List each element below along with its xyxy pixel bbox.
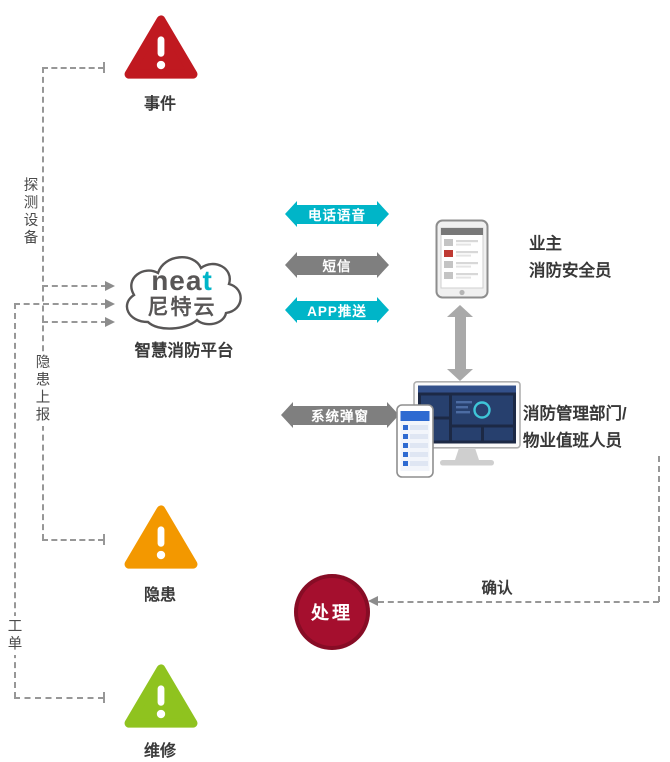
arrow-up-head-icon <box>447 305 473 317</box>
handle-node: 处理 <box>294 574 370 650</box>
connector-workorder-line <box>14 303 16 698</box>
channel-arrow-voice: 电话语音 <box>285 200 389 228</box>
connector-repair-horizontal <box>14 697 104 699</box>
mobile-phone-icon <box>435 219 489 299</box>
detect-device-label: 探测设备 <box>21 175 38 249</box>
arrow-shaft <box>454 317 466 369</box>
owner-label-line1: 业主 <box>529 235 562 253</box>
svg-text:neat: neat <box>151 265 213 296</box>
channel-sms-label: 短信 <box>297 255 377 275</box>
channel-popup-label: 系统弹窗 <box>293 405 387 425</box>
arrow-left-head-icon <box>285 297 297 323</box>
arrowhead-to-cloud-1 <box>105 281 115 291</box>
arrow-right-head-icon <box>377 297 389 323</box>
connector-confirm-vertical <box>658 456 660 602</box>
connector-repair-end-tick <box>103 692 105 703</box>
channel-arrow-sms: 短信 <box>285 251 389 279</box>
phone-monitor-sync-arrow <box>447 305 473 381</box>
monitor-dashboard-icon <box>396 381 521 478</box>
repair-icon <box>124 664 198 728</box>
connector-hazard-end-tick <box>103 534 105 545</box>
connector-confirm-horizontal <box>378 601 659 603</box>
neat-cloud-logo: neat 尼特云 <box>125 256 242 330</box>
channel-voice-label: 电话语音 <box>297 204 377 224</box>
connector-to-cloud-1 <box>42 285 107 287</box>
connector-to-cloud-3 <box>42 321 107 323</box>
arrow-left-head-icon <box>285 201 297 227</box>
confirm-label: 确认 <box>481 580 513 597</box>
repair-label: 维修 <box>143 743 176 760</box>
hazard-label: 隐患 <box>143 587 176 604</box>
arrow-left-head-icon <box>281 402 293 428</box>
dept-label-line1: 消防管理部门/ <box>523 405 627 423</box>
connector-to-cloud-2 <box>14 303 107 305</box>
connector-hazard-horizontal <box>42 539 104 541</box>
connector-event-horizontal <box>42 67 104 69</box>
alarm-event-icon <box>124 15 198 79</box>
channel-arrow-popup: 系统弹窗 <box>281 401 399 429</box>
handle-label: 处理 <box>311 603 353 623</box>
arrow-down-head-icon <box>447 369 473 381</box>
logo-chinese-text: 尼特云 <box>148 295 217 319</box>
connector-event-end-tick <box>103 62 105 73</box>
platform-label: 智慧消防平台 <box>134 342 234 360</box>
arrowhead-to-cloud-2 <box>105 299 115 309</box>
work-order-label: 工单 <box>5 616 22 655</box>
arrowhead-confirm <box>368 596 378 606</box>
logo-latin-text: nea <box>151 265 202 296</box>
arrow-right-head-icon <box>377 252 389 278</box>
arrow-left-head-icon <box>285 252 297 278</box>
warning-hazard-icon <box>124 505 198 569</box>
channel-arrow-app-push: APP推送 <box>285 296 389 324</box>
dept-label: 消防管理部门/ 物业值班人员 <box>523 401 627 455</box>
dept-label-line2: 物业值班人员 <box>523 432 622 450</box>
arrowhead-to-cloud-3 <box>105 317 115 327</box>
arrow-right-head-icon <box>387 402 399 428</box>
owner-label-line2: 消防安全员 <box>529 262 612 280</box>
hazard-report-label: 隐患上报 <box>33 352 50 426</box>
event-label: 事件 <box>143 96 176 113</box>
logo-accent-text: t <box>202 265 212 296</box>
owner-label: 业主 消防安全员 <box>529 231 612 285</box>
channel-app-push-label: APP推送 <box>297 300 377 320</box>
arrow-right-head-icon <box>377 201 389 227</box>
